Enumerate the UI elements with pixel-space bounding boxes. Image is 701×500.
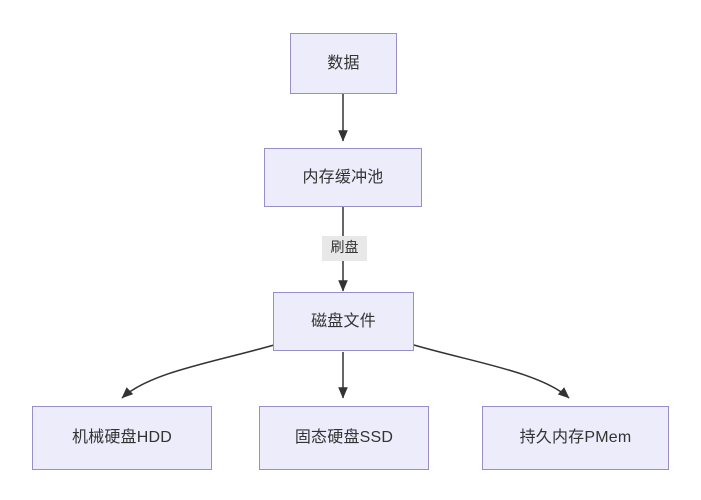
node-disk-file[interactable]: 磁盘文件: [273, 292, 414, 351]
node-hdd-label: 机械硬盘HDD: [71, 429, 173, 447]
edge-label-flush: 刷盘: [322, 236, 367, 261]
node-data-label: 数据: [327, 54, 360, 72]
edge-disk-file-to-pmem: [413, 344, 570, 399]
node-data[interactable]: 数据: [290, 33, 397, 94]
edge-disk-file-to-hdd: [121, 344, 275, 399]
node-buffer-pool-label: 内存缓冲池: [302, 168, 384, 186]
node-hdd[interactable]: 机械硬盘HDD: [32, 406, 212, 470]
node-pmem-label: 持久内存PMem: [519, 429, 632, 447]
node-ssd-label: 固态硬盘SSD: [294, 429, 394, 447]
node-ssd[interactable]: 固态硬盘SSD: [259, 406, 429, 470]
node-pmem[interactable]: 持久内存PMem: [482, 406, 669, 470]
node-buffer-pool[interactable]: 内存缓冲池: [264, 148, 422, 207]
edge-label-flush-text: 刷盘: [330, 239, 359, 255]
node-disk-file-label: 磁盘文件: [311, 312, 376, 330]
